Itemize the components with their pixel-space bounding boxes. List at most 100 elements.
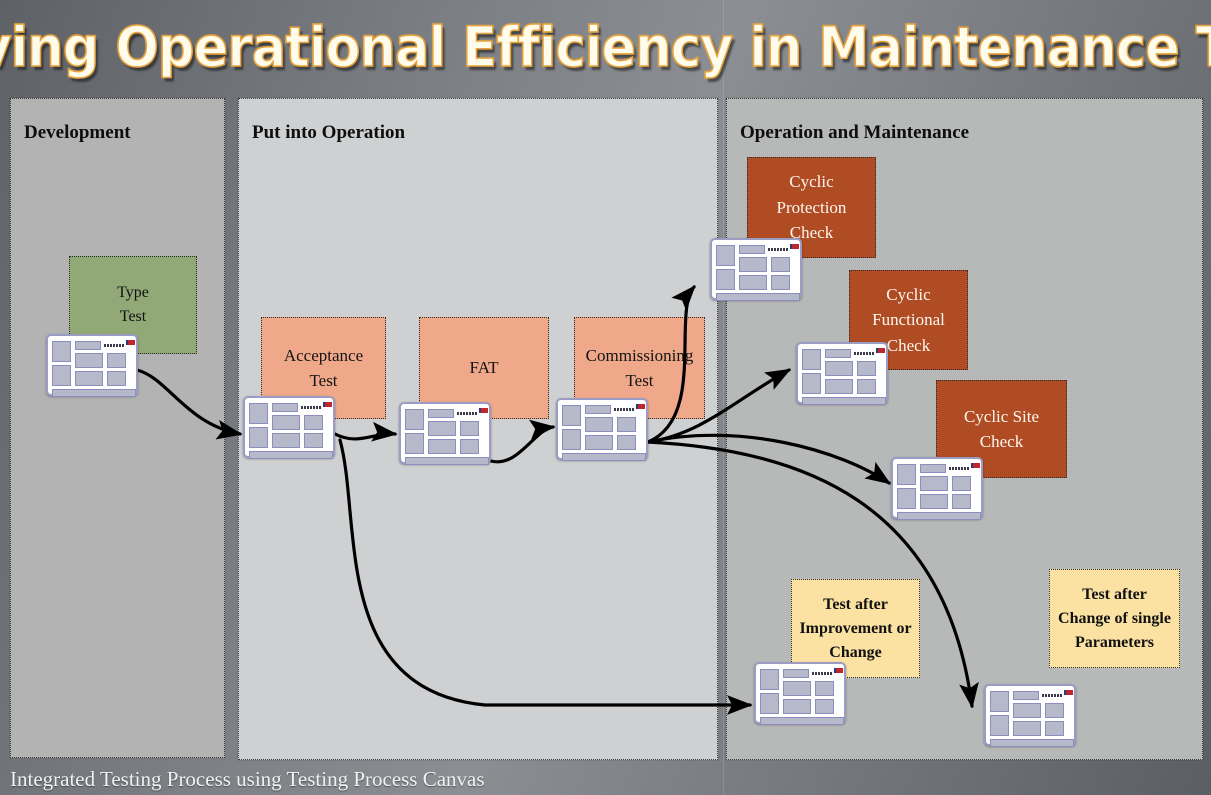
phase-box-label-line: Test [625, 371, 654, 390]
canvas-cell-h [272, 403, 298, 412]
canvas-cell-r1 [617, 417, 636, 432]
canvas-cell-r1 [771, 257, 790, 272]
canvas-cell-b [990, 739, 1074, 747]
phase-box-label-line: Cyclic Site [963, 406, 1040, 426]
phase-box-label-line: Test [119, 308, 147, 325]
canvas-cyclic-site[interactable] [891, 457, 983, 520]
canvas-cell-m1 [783, 681, 811, 696]
phase-box-label-line: Change [829, 643, 882, 661]
canvas-cell-r1 [107, 353, 126, 368]
canvas-logo-icon [301, 402, 333, 412]
canvas-logo-icon [614, 404, 646, 414]
canvas-grid [759, 667, 844, 725]
canvas-cell-l1 [802, 349, 821, 370]
canvas-cell-m1 [585, 417, 613, 432]
slide-caption: Integrated Testing Process using Testing… [10, 767, 485, 791]
canvas-cell-m2 [739, 275, 767, 290]
canvas-cell-m2 [428, 439, 456, 454]
phase-box-label-line: Functional [872, 310, 945, 330]
phase-box-label-line: Check [979, 432, 1024, 451]
canvas-cell-l2 [52, 365, 71, 386]
canvas-cell-m2 [783, 699, 811, 714]
canvas-cyclic-functional[interactable] [796, 342, 888, 405]
canvas-cell-r1 [1045, 703, 1064, 718]
canvas-cell-l1 [760, 669, 779, 690]
phase-box-label-line: Check [789, 223, 834, 243]
canvas-cell-l1 [990, 691, 1009, 712]
phase-box-label-line: Improvement or [799, 619, 912, 637]
canvas-test-after-parameters[interactable] [984, 684, 1076, 747]
canvas-cell-l2 [405, 433, 424, 454]
canvas-cell-m2 [825, 379, 853, 394]
canvas-cell-r1 [815, 681, 834, 696]
canvas-cell-m1 [272, 415, 300, 430]
canvas-cell-r2 [107, 371, 126, 386]
canvas-cell-b [760, 717, 844, 725]
canvas-fat[interactable] [399, 402, 491, 465]
canvas-grid [561, 403, 646, 461]
canvas-cell-r2 [460, 439, 479, 454]
swimlane-title-development: Development [24, 122, 131, 143]
phase-box-label-line: Parameters [1074, 633, 1155, 651]
canvas-cell-r2 [304, 433, 323, 448]
canvas-cell-r2 [952, 494, 971, 509]
canvas-cell-r2 [815, 699, 834, 714]
canvas-cell-b [802, 397, 886, 405]
canvas-cell-m2 [272, 433, 300, 448]
canvas-logo-icon [854, 348, 886, 358]
canvas-cell-m1 [825, 361, 853, 376]
canvas-cell-b [52, 389, 136, 397]
canvas-grid [715, 243, 800, 301]
canvas-cell-m1 [428, 421, 456, 436]
phase-box-label-line: Test [309, 371, 338, 390]
canvas-cell-m2 [75, 371, 103, 386]
canvas-cell-b [897, 512, 981, 520]
canvas-cell-m1 [75, 353, 103, 368]
canvas-grid [801, 347, 886, 405]
canvas-grid [51, 339, 136, 397]
canvas-cell-b [562, 453, 646, 461]
canvas-cell-m2 [1013, 721, 1041, 736]
canvas-cell-m1 [739, 257, 767, 272]
canvas-cell-b [249, 451, 333, 459]
phase-box-label-line: Cyclic [886, 284, 931, 304]
canvas-grid [896, 462, 981, 520]
canvas-cell-l1 [716, 245, 735, 266]
canvas-cell-l2 [249, 427, 268, 448]
canvas-cell-m2 [585, 435, 613, 450]
canvas-logo-icon [104, 340, 136, 350]
canvas-cell-r2 [771, 275, 790, 290]
page-title: Improving Operational Efficiency in Main… [0, 14, 1211, 80]
canvas-cell-h [75, 341, 101, 350]
canvas-cell-h [1013, 691, 1039, 700]
canvas-commissioning-test[interactable] [556, 398, 648, 461]
background-seam [723, 0, 724, 795]
canvas-cell-h [428, 409, 454, 418]
slide-title-container: Improving Operational Efficiency in Main… [0, 8, 1211, 86]
canvas-logo-icon [768, 244, 800, 254]
canvas-cell-l2 [562, 429, 581, 450]
phase-box-label-line: Cyclic [789, 172, 834, 192]
canvas-cell-r2 [617, 435, 636, 450]
canvas-logo-icon [457, 408, 489, 418]
canvas-logo-icon [949, 463, 981, 473]
phase-box-fat[interactable]: FAT [419, 317, 549, 419]
phase-box-label-line: Test after [823, 595, 888, 613]
swimlane-development [10, 98, 225, 758]
canvas-cell-l1 [52, 341, 71, 362]
canvas-cyclic-protection[interactable] [710, 238, 802, 301]
canvas-cell-l1 [562, 405, 581, 426]
canvas-acceptance-test[interactable] [243, 396, 335, 459]
phase-box-label-line: Protection [776, 197, 847, 217]
canvas-type-test[interactable] [46, 334, 138, 397]
canvas-test-after-improvement[interactable] [754, 662, 846, 725]
phase-box-label-line: Commissioning [585, 345, 694, 365]
canvas-cell-h [585, 405, 611, 414]
swimlane-title-operation-and-maintenance: Operation and Maintenance [740, 122, 970, 143]
canvas-cell-l2 [990, 715, 1009, 736]
swimlane-title-put-into-operation: Put into Operation [252, 122, 406, 143]
canvas-cell-h [920, 464, 946, 473]
canvas-cell-r1 [304, 415, 323, 430]
